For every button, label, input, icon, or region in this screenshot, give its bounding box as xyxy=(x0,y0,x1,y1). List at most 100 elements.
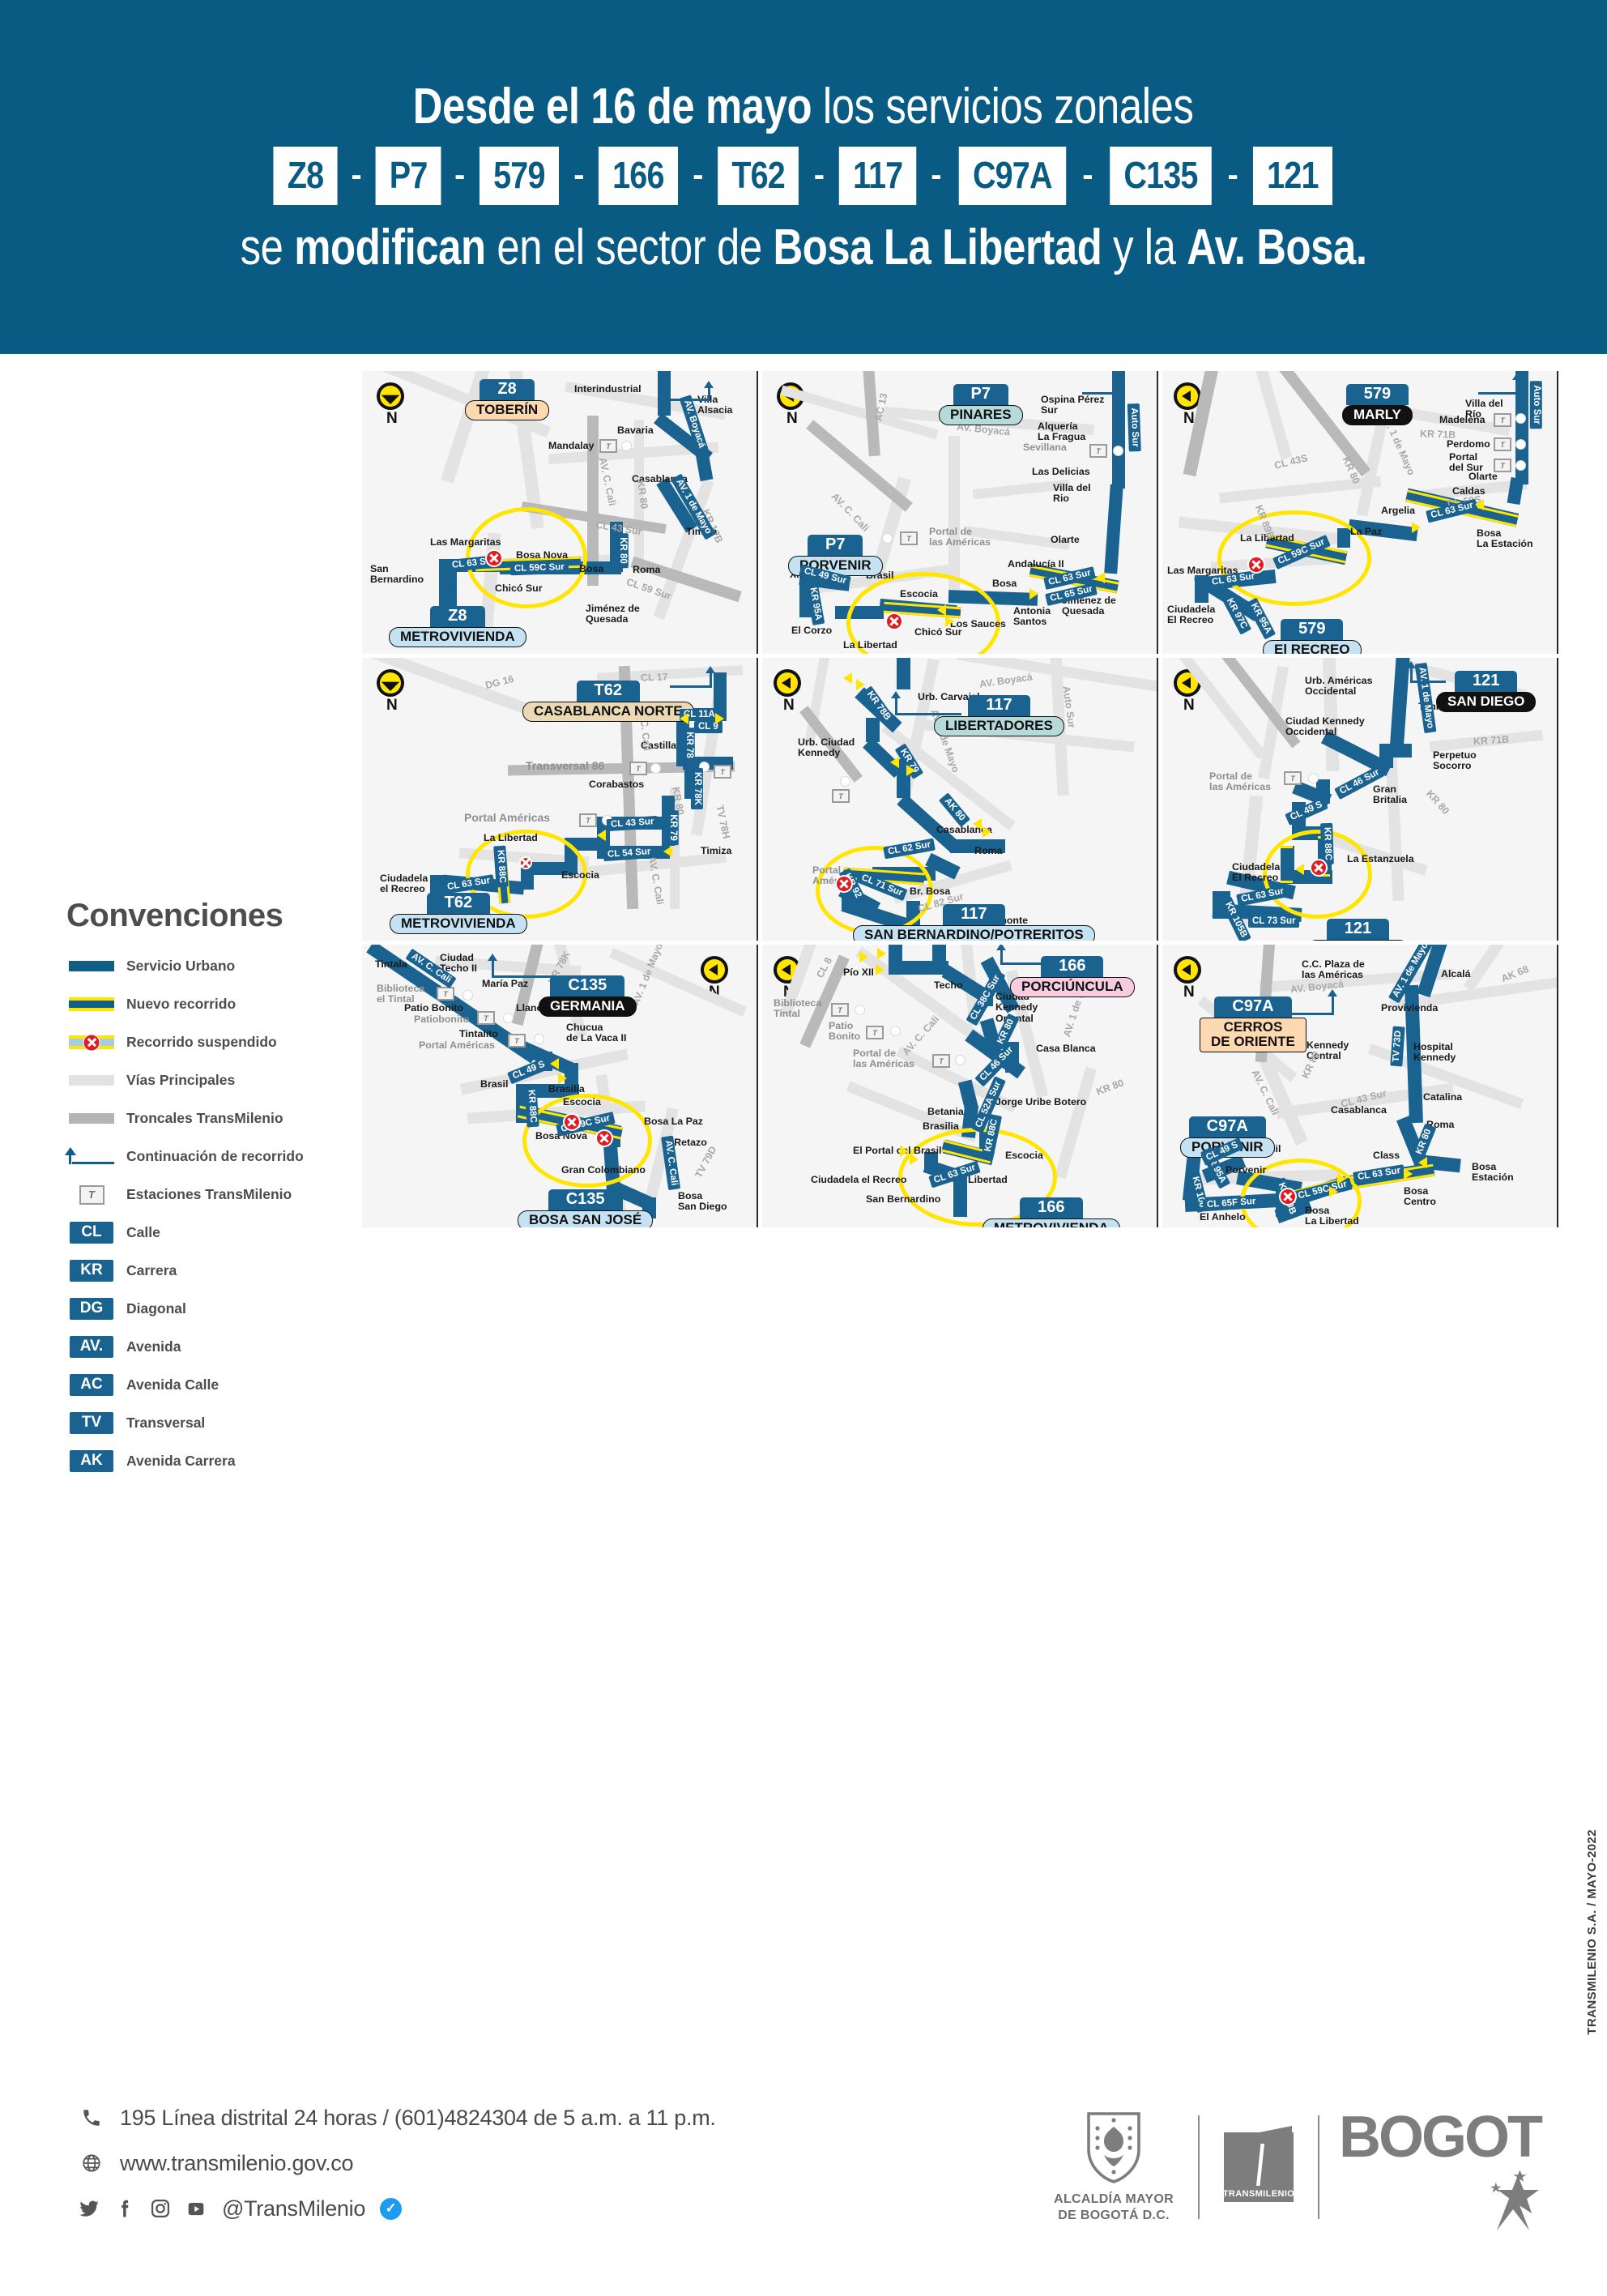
route-street-chip: CL 73 Sur xyxy=(1248,915,1300,928)
place-label: Bosa Estación xyxy=(1472,1161,1514,1184)
place-label: Tintala xyxy=(375,958,407,970)
dest-name: CASABLANCA NORTE xyxy=(522,702,694,722)
map-panel-t62[interactable]: N T T T T62 CASABLANCA NORTE xyxy=(362,658,758,941)
destination-t62-casablanca-norte[interactable]: T62 CASABLANCA NORTE xyxy=(522,681,694,722)
destination-c97a-cerros-de-oriente[interactable]: C97A CERROS DE ORIENTE xyxy=(1200,996,1306,1052)
place-label: Bosa La Paz xyxy=(644,1116,703,1127)
dest-code: T62 xyxy=(426,893,491,914)
place-label: Jorge Uribe Botero xyxy=(995,1096,1087,1107)
route-badge-117[interactable]: 117 xyxy=(838,146,917,205)
route-badge-c97a[interactable]: C97A xyxy=(958,146,1066,205)
route-badge-z8[interactable]: Z8 xyxy=(273,146,338,205)
website-text[interactable]: www.transmilenio.gov.co xyxy=(120,2150,354,2175)
destination-121-san-diego[interactable]: 121 SAN DIEGO xyxy=(1436,671,1537,712)
place-label: Alcalá xyxy=(1441,968,1471,979)
instagram-icon[interactable] xyxy=(149,2197,172,2220)
destination-117-san-bernardino-potreritos[interactable]: 117 SAN BERNARDINO/POTRERITOS xyxy=(853,904,1095,941)
destination-p7-pinares[interactable]: P7 PINARES xyxy=(939,384,1023,425)
av-tag-label: AV. xyxy=(70,1336,113,1358)
road-label: AV. C. Cali xyxy=(596,456,619,507)
suspended-route-swatch-icon xyxy=(66,1034,117,1051)
place-label: Escocia xyxy=(563,1096,601,1107)
legend-item-servicio-urbano: Servicio Urbano xyxy=(66,947,342,985)
station-icon-perdomo: T xyxy=(1494,437,1511,451)
legend-label: Transversal xyxy=(126,1415,206,1431)
tv-tag-icon: TV xyxy=(66,1412,117,1434)
legend-label: Carrera xyxy=(126,1262,177,1278)
badge-separator: - xyxy=(1227,157,1238,193)
place-label: Castilla xyxy=(641,740,677,751)
map-panel-c135[interactable]: N T T T C135 GERMANIA C135 xyxy=(362,945,758,1227)
dest-code: 117 xyxy=(943,904,1005,925)
badge-separator: - xyxy=(454,157,466,193)
place-label: Ciudadela El Recreo xyxy=(1232,861,1281,884)
place-label: Brasilia xyxy=(548,1083,585,1095)
station-icon-patio-bonito: T xyxy=(866,1026,884,1039)
road-label: AV. C. Cali xyxy=(829,490,872,534)
destination-t62-metrovivienda[interactable]: T62 METROVIVIENDA xyxy=(390,893,527,934)
route-street-chip: KR 78K xyxy=(690,768,703,809)
header-line3-avenue: Av. Bosa. xyxy=(1187,219,1367,275)
station-icon-patiobonito: T xyxy=(477,1011,495,1025)
map-panel-p7[interactable]: N T T P7 PINARES P7 PORVENIR Ospina P xyxy=(762,371,1158,654)
header-line-1: Desde el 16 de mayo los servicios zonale… xyxy=(413,80,1194,133)
legend-label: Avenida xyxy=(126,1338,181,1355)
north-label: N xyxy=(1183,697,1195,714)
place-label: Las Margaritas xyxy=(430,536,501,548)
legend-item-transversal: TV Transversal xyxy=(66,1404,342,1442)
north-compass-icon xyxy=(1174,382,1201,410)
map-panel-166[interactable]: N T T T 166 PORCIÚNCULA xyxy=(762,945,1158,1227)
place-label: María Paz xyxy=(482,978,529,989)
continuation-arrow-icon xyxy=(65,1146,117,1166)
north-compass-icon xyxy=(774,669,801,697)
contact-website-row[interactable]: www.transmilenio.gov.co xyxy=(78,2140,716,2186)
phone-text: 195 Línea distrital 24 horas / (601)4824… xyxy=(120,2105,716,2130)
place-label: Class xyxy=(1373,1150,1400,1161)
destination-579-el-recreo[interactable]: 579 El RECREO xyxy=(1263,619,1362,654)
destination-c135-germania[interactable]: C135 GERMANIA xyxy=(539,975,637,1017)
route-street-chip: KR 80 xyxy=(616,533,629,568)
place-label: Perdomo xyxy=(1447,438,1490,450)
place-label: Olarte xyxy=(1051,534,1080,545)
facebook-icon[interactable] xyxy=(113,2197,136,2220)
map-panel-579[interactable]: N T T T 579 MARLY 579 El RECREO xyxy=(1162,371,1558,654)
place-label: Betania xyxy=(927,1106,964,1117)
place-label: San Bernardino xyxy=(370,563,424,586)
dest-code: C97A xyxy=(1188,1116,1266,1137)
route-badge-p7[interactable]: P7 xyxy=(375,146,441,205)
map-panel-c97a[interactable]: N C97A CERROS DE ORIENTE C97A PORVENIR xyxy=(1162,945,1558,1227)
map-panel-117[interactable]: N T 117 LIBERTADORES 117 SAN BERNARD xyxy=(762,658,1158,941)
route-badge-c135[interactable]: C135 xyxy=(1109,146,1212,205)
change-highlight-circle xyxy=(522,1094,652,1188)
place-label: Portal Américas xyxy=(464,811,551,824)
destination-z8-metrovivienda[interactable]: Z8 METROVIVIENDA xyxy=(389,606,526,647)
badge-separator: - xyxy=(931,157,942,193)
destination-121-el-recreo[interactable]: 121 EL RECREO xyxy=(1306,919,1409,941)
route-badge-579[interactable]: 579 xyxy=(480,146,560,205)
route-badge-121[interactable]: 121 xyxy=(1252,146,1332,205)
route-badge-t62[interactable]: T62 xyxy=(718,146,799,205)
destination-117-libertadores[interactable]: 117 LIBERTADORES xyxy=(934,695,1064,736)
map-panel-121[interactable]: N T 121 SAN DIEGO 121 EL R xyxy=(1162,658,1558,941)
destination-166-metrovivienda[interactable]: 166 METROVIVIENDA xyxy=(983,1197,1120,1227)
route-badge-166[interactable]: 166 xyxy=(599,146,679,205)
legend-item-continuacion: Continuación de recorrido xyxy=(65,1137,342,1176)
destination-z8-toberin[interactable]: Z8 TOBERÍN xyxy=(465,379,550,420)
suspended-route-icon xyxy=(485,549,503,567)
destination-c135-bosa-san-jose[interactable]: C135 BOSA SAN JOSÉ xyxy=(518,1189,654,1227)
place-label: Villa del Rio xyxy=(1053,482,1091,505)
place-label: Ciudad Techo II xyxy=(440,952,477,975)
youtube-icon[interactable] xyxy=(185,2197,207,2220)
place-label: Escocia xyxy=(561,869,599,881)
map-panel-z8[interactable]: N T Z8 TOBERÍN Z8 METROVIVIENDA Interind… xyxy=(362,371,758,654)
page-header: Desde el 16 de mayo los servicios zonale… xyxy=(0,0,1607,354)
station-icon-portal-americas: T xyxy=(508,1034,526,1048)
twitter-icon[interactable] xyxy=(78,2197,100,2220)
destination-166-porciuncula[interactable]: 166 PORCIÚNCULA xyxy=(1010,956,1135,997)
place-label: Sevillana xyxy=(1023,442,1067,453)
destination-579-marly[interactable]: 579 MARLY xyxy=(1342,384,1413,425)
legend-item-nuevo-recorrido: Nuevo recorrido xyxy=(66,985,342,1023)
legend-item-vias-principales: Vías Principales xyxy=(66,1061,342,1099)
header-line3-verb: modifican xyxy=(294,219,486,275)
legend-label: Diagonal xyxy=(126,1300,186,1317)
